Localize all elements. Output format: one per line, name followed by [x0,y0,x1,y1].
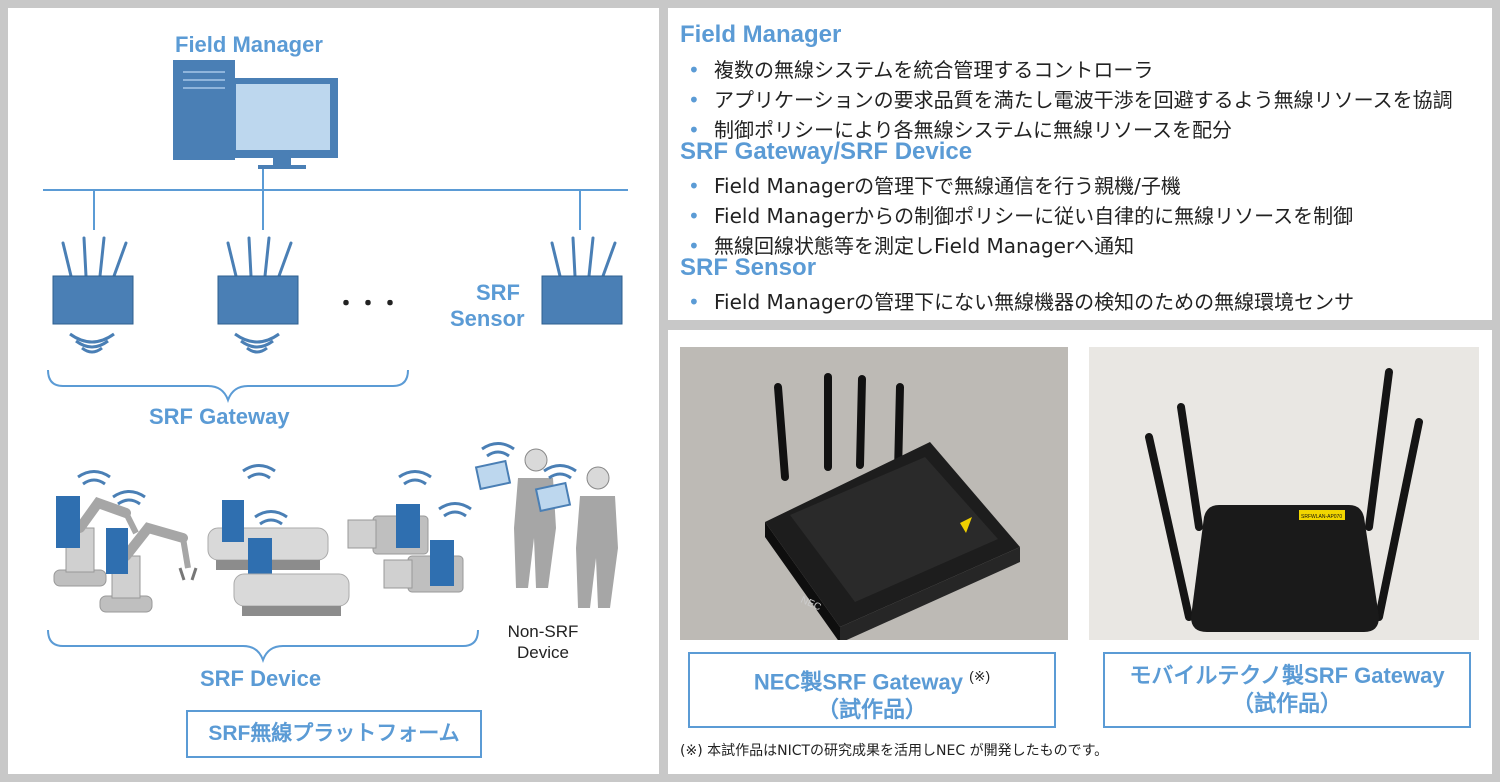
wireless-waves-icon-2 [234,332,280,354]
sensor-icon [541,236,623,325]
section-title-field-manager: Field Manager [680,21,842,48]
bullet-fm-2: •アプリケーションの要求品質を満たし電波干渉を回避するよう無線リソースを協調 [688,88,1453,112]
agv-icon-2 [233,573,350,616]
agv-icon-1 [207,500,329,586]
camera-icon-1 [347,504,429,555]
mobiletechno-caption-line1: モバイルテクノ製SRF Gateway [1129,663,1445,688]
nec-caption-box: NEC製SRF Gateway (※) （試作品） [688,652,1056,728]
field-manager-server-icon [173,60,338,169]
gateway-icon-1 [52,236,134,325]
bullet-gw-2: •Field Managerからの制御ポリシーに従い自律的に無線リソースを制御 [688,204,1354,228]
bullet-gw-1: •Field Managerの管理下で無線通信を行う親機/子機 [688,174,1181,198]
bullet-sensor-1: •Field Managerの管理下にない無線機器の検知のための無線環境センサ [688,290,1355,314]
wireless-waves-icon-1 [69,332,115,354]
non-srf-label-line2: Device [517,643,569,662]
field-manager-label: Field Manager [175,32,323,57]
nec-caption-mark: (※) [969,668,991,684]
nec-gateway-photo: NEC [680,347,1068,640]
srf-sensor-label-line1: SRF [476,280,520,305]
mobiletechno-gateway-photo: SRFWLAN-AP070 [1089,347,1479,640]
nec-caption-line2: （試作品） [816,697,927,723]
camera-icon-2 [383,540,464,593]
robot-arm-icon-2 [99,522,198,613]
worker-icon-2 [534,466,618,608]
gateway-brace [47,369,409,403]
gateway-icon-2 [217,236,299,325]
section-title-gateway-device: SRF Gateway/SRF Device [680,138,973,165]
srf-sensor-label-line2: Sensor [450,306,525,331]
platform-label: SRF無線プラットフォーム [208,722,460,745]
device-brace [47,629,479,663]
non-srf-label-line1: Non-SRF [507,622,579,641]
network-diagram-graphics [43,60,628,663]
description-panel: Field Manager •複数の無線システムを統合管理するコントローラ •ア… [668,8,1492,320]
ellipsis: ・・・ [335,291,402,316]
srf-platform-diagram: Field Manager ・・・ SRF Sensor SRF Gateway… [8,8,659,774]
robot-arm-icon-1 [53,496,139,587]
mobiletechno-caption-line2: （試作品） [1231,691,1342,716]
bullet-fm-3: •制御ポリシーにより各無線システムに無線リソースを配分 [688,118,1232,142]
prototype-photos-panel: NEC SRFWLAN-AP070 NEC製SRF Gateway (※) （試… [668,330,1492,774]
bullet-fm-1: •複数の無線システムを統合管理するコントローラ [688,58,1154,82]
device2-sticker-text: SRFWLAN-AP070 [1301,514,1342,520]
nec-caption-line1: NEC製SRF Gateway [753,669,963,695]
srf-gateway-label: SRF Gateway [149,404,290,429]
mobiletechno-caption-box: モバイルテクノ製SRF Gateway （試作品） [1103,652,1471,728]
platform-label-box: SRF無線プラットフォーム [186,710,482,758]
footnote: (※) 本試作品はNICTの研究成果を活用しNEC が開発したものです。 [680,743,1109,759]
bullet-gw-3: •無線回線状態等を測定しField Managerへ通知 [688,234,1135,258]
section-title-sensor: SRF Sensor [680,254,817,281]
srf-device-label: SRF Device [200,666,322,691]
